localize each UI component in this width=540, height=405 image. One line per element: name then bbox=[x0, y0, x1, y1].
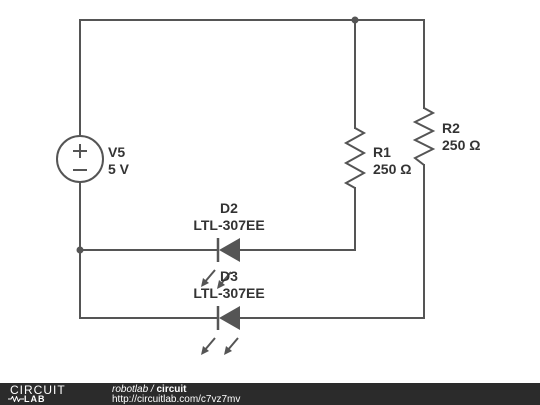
led-d3-light-arrows-icon bbox=[201, 337, 239, 355]
v5-name-label: V5 bbox=[108, 144, 125, 160]
footer-author[interactable]: robotlab bbox=[112, 384, 149, 395]
footer-title: robotlab / circuit bbox=[112, 384, 187, 395]
resistor-r1[interactable] bbox=[343, 127, 367, 189]
d3-name-label: D3 bbox=[220, 268, 238, 284]
wires bbox=[79, 19, 425, 319]
circuitlab-logo-text: CIRCUIT bbox=[10, 383, 66, 397]
circuit-schematic: V5 5 V R1 250 Ω R2 250 Ω D2 LTL-307EE bbox=[56, 16, 480, 355]
d2-name-label: D2 bbox=[220, 200, 238, 216]
led-d2-light-arrows-icon bbox=[201, 269, 232, 289]
led-d2-triangle bbox=[219, 238, 240, 262]
r2-name-label: R2 bbox=[442, 120, 460, 136]
junction-left bbox=[76, 246, 84, 254]
r2-value-label: 250 Ω bbox=[442, 137, 480, 153]
junction-top bbox=[351, 16, 359, 24]
led-d3[interactable] bbox=[201, 306, 240, 355]
resistor-logo-icon bbox=[8, 396, 24, 402]
footer-separator: / bbox=[148, 384, 157, 395]
led-d3-triangle bbox=[219, 306, 240, 330]
v5-value-label: 5 V bbox=[108, 161, 130, 177]
resistor-r2[interactable] bbox=[412, 107, 436, 166]
voltage-source-v5[interactable] bbox=[56, 135, 104, 183]
r1-value-label: 250 Ω bbox=[373, 161, 411, 177]
d3-part-label: LTL-307EE bbox=[193, 285, 264, 301]
resistor-r2-zigzag bbox=[412, 107, 436, 166]
wire-r2-bottom bbox=[239, 164, 425, 319]
r1-name-label: R1 bbox=[373, 144, 391, 160]
resistor-r1-zigzag bbox=[343, 127, 367, 189]
footer-circuit-name[interactable]: circuit bbox=[156, 384, 187, 395]
wire-r1-bottom bbox=[239, 187, 356, 251]
footer-url-link[interactable]: http://circuitlab.com/c7vz7mv bbox=[112, 394, 241, 405]
circuitlab-logo-sub: LAB bbox=[24, 394, 46, 404]
led-d2[interactable] bbox=[201, 238, 240, 289]
d2-part-label: LTL-307EE bbox=[193, 217, 264, 233]
voltage-source-circle bbox=[56, 135, 104, 183]
footer-bar: CIRCUIT LAB robotlab / circuit http://ci… bbox=[0, 383, 540, 405]
plus-icon bbox=[73, 144, 87, 158]
